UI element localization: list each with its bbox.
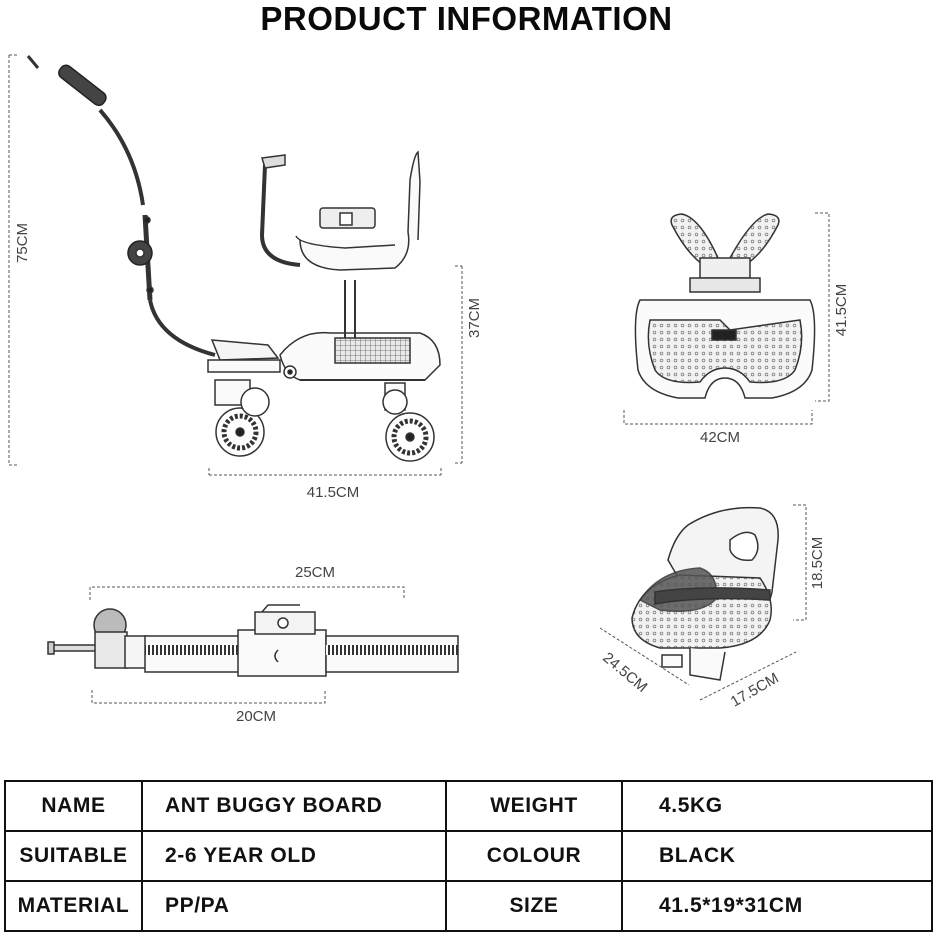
spec-value-colour: BLACK [621,830,933,882]
product-diagrams: 75CM 37CM 41.5CM 42CM 41.5CM [8,54,850,725]
table-row: NAME ANT BUGGY BOARD WEIGHT 4.5KG [4,780,933,832]
page-title: PRODUCT INFORMATION [260,0,673,37]
spec-value-material: PP/PA [141,880,447,932]
spec-value-size: 41.5*19*31CM [621,880,933,932]
seat-width-label: 17.5CM [728,670,782,711]
spec-table: NAME ANT BUGGY BOARD WEIGHT 4.5KG SUITAB… [4,780,933,932]
spec-label-size: SIZE [445,880,623,932]
board-dimension-lines [623,212,830,425]
seat-height-label: 18.5CM [809,537,826,590]
spec-label-weight: WEIGHT [445,780,623,832]
connector-bottom-length-label: 20CM [236,708,276,725]
connector-top-length-label: 25CM [295,564,335,581]
seat-dimension-lines [599,504,807,701]
connector-view [47,604,459,677]
spec-label-colour: COLOUR [445,830,623,882]
board-height-label: 37CM [466,298,483,338]
stroller-height-label: 75CM [14,223,31,263]
stroller-dimension-lines [8,54,463,476]
table-row: SUITABLE 2-6 YEAR OLD COLOUR BLACK [4,830,933,882]
spec-label-material: MATERIAL [4,880,143,932]
spec-label-suitable: SUITABLE [4,830,143,882]
board-width-label: 42CM [700,429,740,446]
spec-value-name: ANT BUGGY BOARD [141,780,447,832]
board-top-view [634,213,816,399]
seat-depth-label: 24.5CM [599,649,650,696]
table-row: MATERIAL PP/PA SIZE 41.5*19*31CM [4,880,933,932]
board-height-label-top: 41.5CM [833,284,850,337]
stroller-side-view [26,55,441,462]
spec-value-suitable: 2-6 YEAR OLD [141,830,447,882]
seat-view [631,506,779,681]
connector-dimension-lines [89,586,405,704]
stroller-length-label: 41.5CM [307,484,360,501]
spec-value-weight: 4.5KG [621,780,933,832]
spec-label-name: NAME [4,780,143,832]
